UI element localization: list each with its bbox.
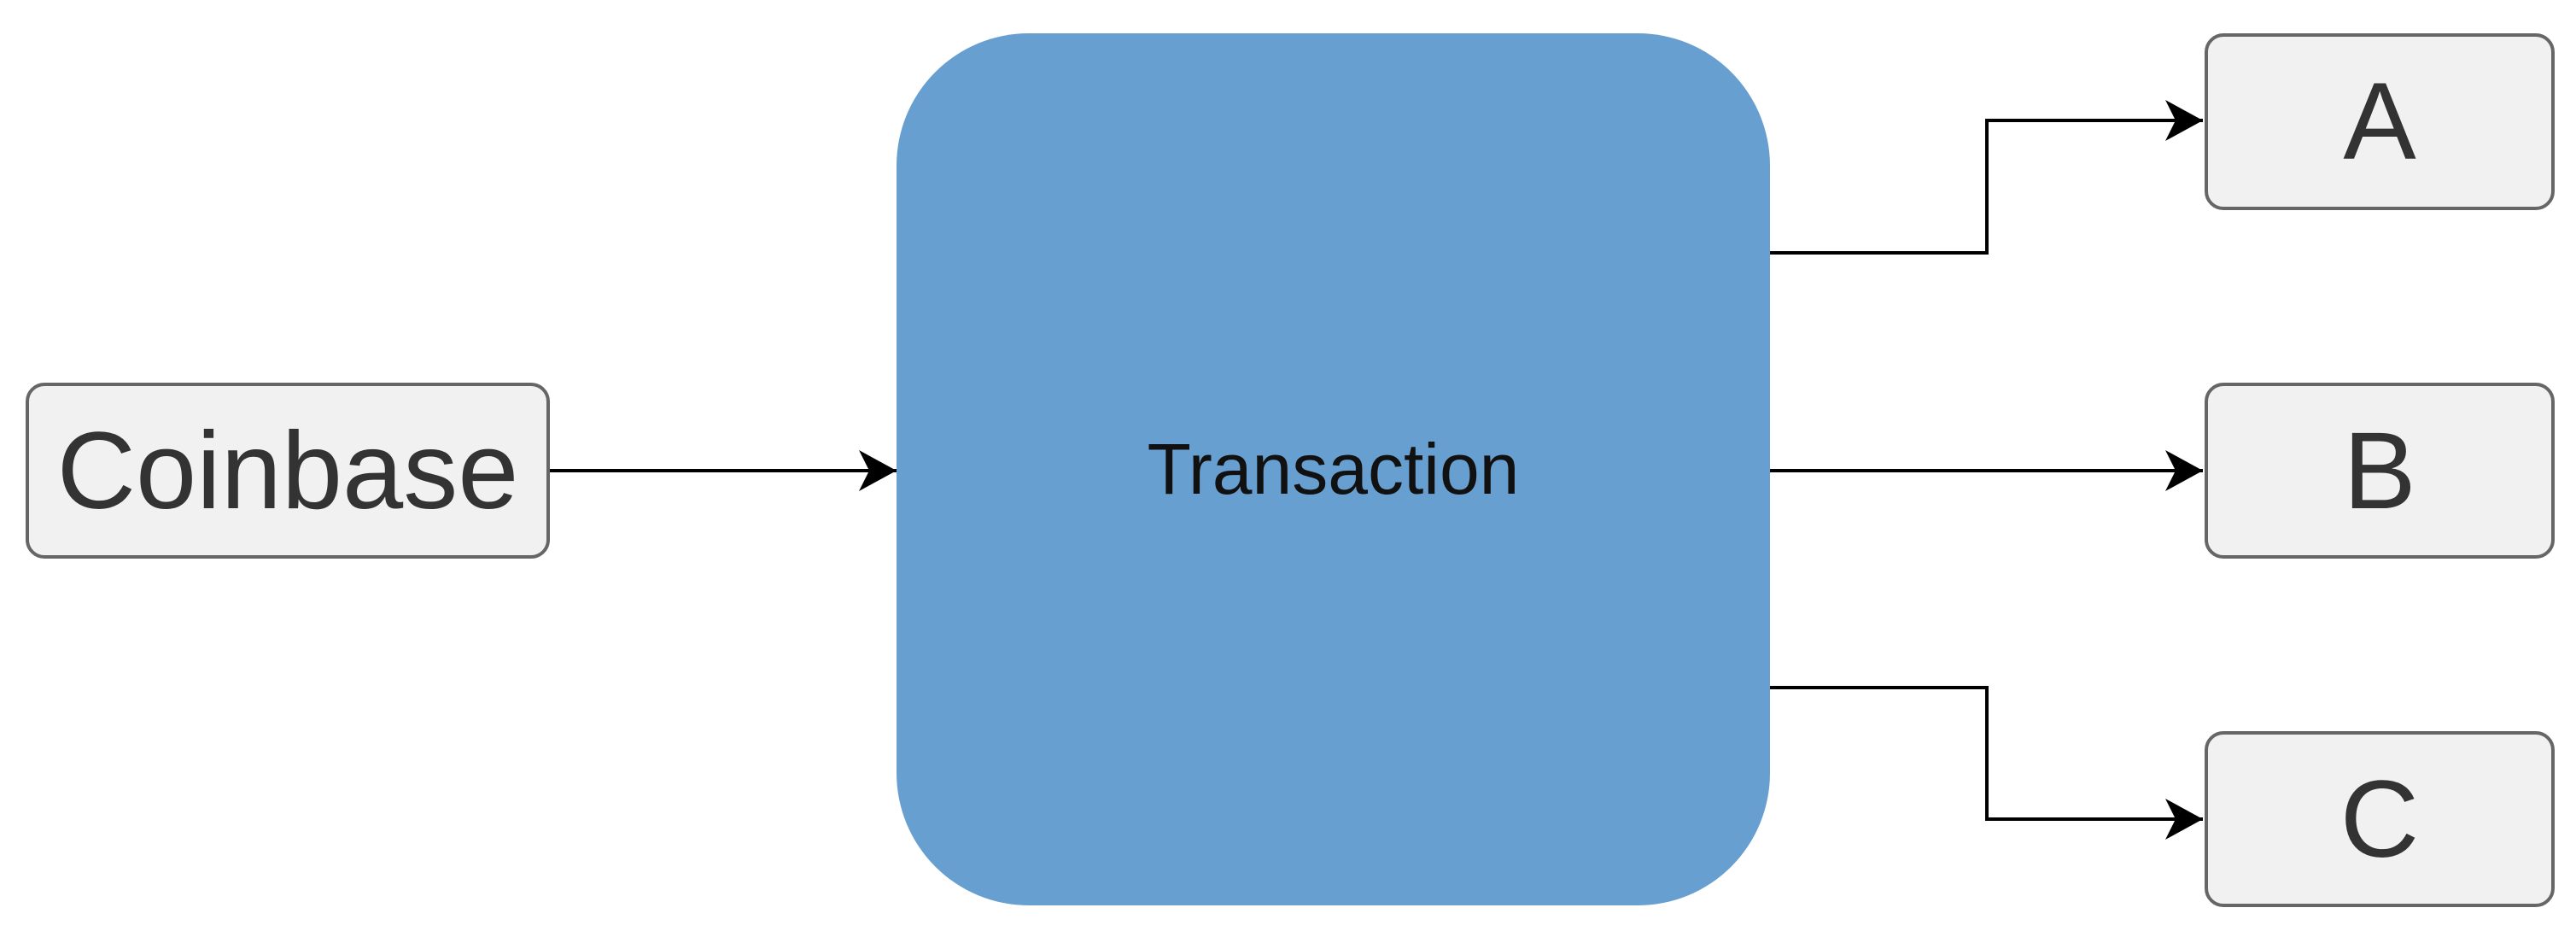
edge-transaction-to-b-arrow: [2165, 450, 2203, 491]
edge-transaction-to-c: [1770, 686, 2203, 821]
coinbase-label: Coinbase: [56, 409, 519, 532]
edge-transaction-to-a-arrow: [2165, 100, 2203, 141]
c-label: C: [2339, 758, 2420, 881]
a-label: A: [2343, 61, 2416, 183]
c-node[interactable]: C: [2205, 731, 2555, 907]
edge-coinbase-to-transaction-arrow: [859, 450, 897, 491]
b-node[interactable]: B: [2205, 383, 2555, 559]
transaction-label: Transaction: [1147, 429, 1520, 509]
transaction-node[interactable]: Transaction: [897, 33, 1770, 905]
a-node[interactable]: A: [2205, 33, 2555, 210]
coinbase-node[interactable]: Coinbase: [26, 383, 550, 559]
edge-transaction-to-a: [1770, 119, 2203, 255]
b-label: B: [2343, 409, 2416, 532]
edge-transaction-to-c-arrow: [2165, 799, 2203, 840]
